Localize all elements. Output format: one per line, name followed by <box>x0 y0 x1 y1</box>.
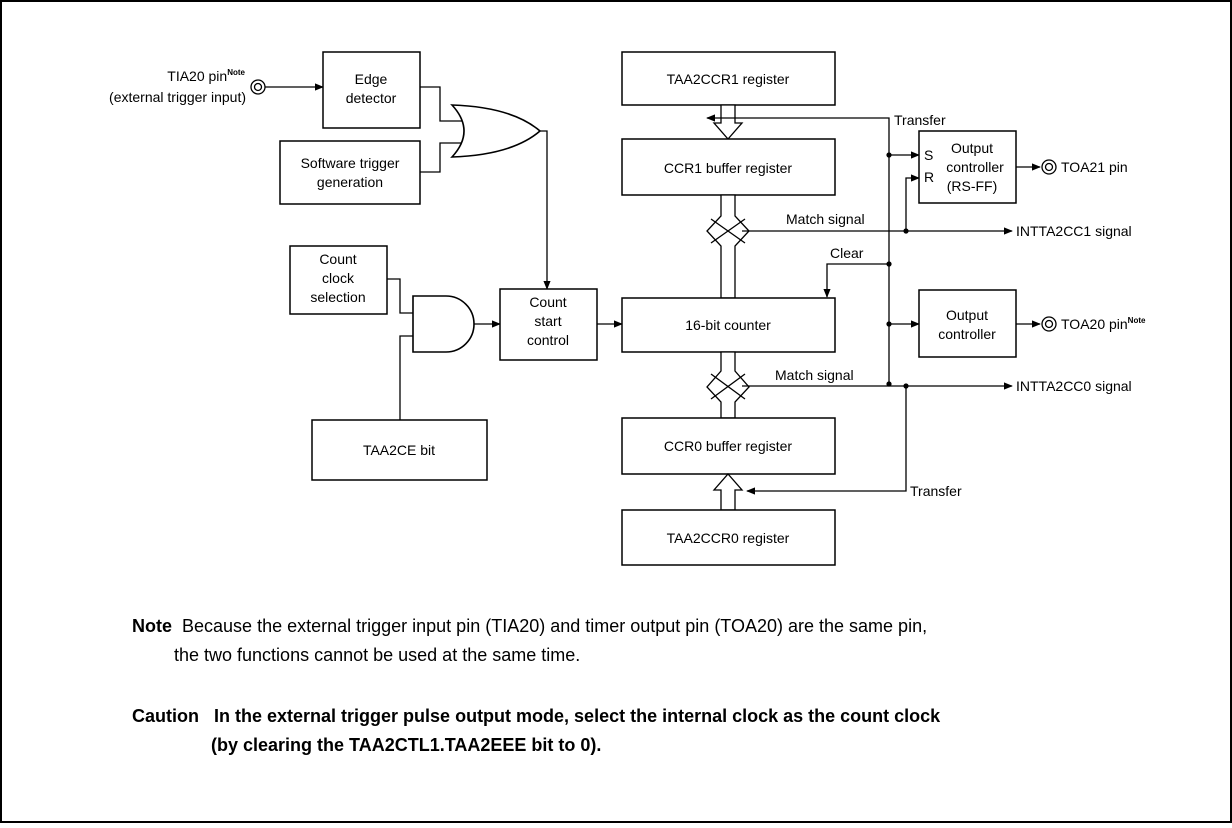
output-controller-rs-line1: Output <box>951 140 993 156</box>
taa2ccr1-register-box <box>621 51 836 106</box>
junction-dot <box>886 152 892 158</box>
wire-or-to-count-start <box>540 130 551 290</box>
wire-transfer-bottom <box>746 386 907 495</box>
tia20-pin-sublabel: (external trigger input) <box>109 89 246 105</box>
wire-edge-to-or <box>420 86 466 122</box>
and-gate <box>412 295 475 353</box>
count-start-line3: control <box>527 332 569 348</box>
count-start-line1: Count <box>529 294 566 310</box>
or-gate <box>450 104 542 158</box>
wire-ce-to-and <box>399 335 413 420</box>
comparator-ccr1 <box>706 194 750 299</box>
transfer-bottom-label: Transfer <box>910 483 962 499</box>
junction-dot <box>903 383 909 389</box>
intta2cc0-label: INTTA2CC0 signal <box>1016 378 1132 394</box>
intta2cc1-label: INTTA2CC1 signal <box>1016 223 1132 239</box>
edge-detector-line1: Edge <box>355 71 388 87</box>
transfer-top-label: Transfer <box>894 112 946 128</box>
ccr1-buffer-register-label: CCR1 buffer register <box>664 160 792 176</box>
toa20-pin-icon <box>1041 316 1057 332</box>
note-text-1: Because the external trigger input pin (… <box>182 616 928 636</box>
output-controller-rs-line3: (RS-FF) <box>947 178 998 194</box>
ccr1-buffer-register-box <box>621 138 836 196</box>
output-controller-rs-line2: controller <box>946 159 1004 175</box>
count-clock-line2: clock <box>322 270 355 286</box>
caution-text-2: (by clearing the TAA2CTL1.TAA2EEE bit to… <box>211 735 602 755</box>
taa2ccr1-register-label: TAA2CCR1 register <box>667 71 790 87</box>
r-input-label: R <box>924 169 934 185</box>
junction-dot <box>886 381 892 387</box>
comparator-ccr1-cross-b <box>710 218 746 244</box>
toa21-pin-icon <box>1041 159 1057 175</box>
wire-clear <box>823 263 889 298</box>
caution-block: Caution In the external trigger pulse ou… <box>132 702 1202 760</box>
ccr0-buffer-register-label: CCR0 buffer register <box>664 438 792 454</box>
note-line-1: Note Because the external trigger input … <box>132 612 1202 641</box>
edge-detector-line2: detector <box>346 90 397 106</box>
count-clock-line1: Count <box>319 251 356 267</box>
software-trigger-line1: Software trigger <box>301 155 400 171</box>
s-input-label: S <box>924 147 933 163</box>
toa20-pin-label: TOA20 pinNote <box>1061 316 1146 332</box>
clear-label: Clear <box>830 245 864 261</box>
note-label: Note <box>132 616 172 636</box>
output-controller-line1: Output <box>946 307 988 323</box>
caution-line-2: (by clearing the TAA2CTL1.TAA2EEE bit to… <box>132 731 1202 760</box>
junction-dot <box>886 261 892 267</box>
taa2ce-bit-box <box>311 419 488 481</box>
count-start-line2: start <box>534 313 561 329</box>
comparator-ccr0-cross-b <box>710 373 746 400</box>
count-clock-selection-box <box>289 245 388 315</box>
output-controller-box <box>918 289 1017 358</box>
output-controller-line2: controller <box>938 326 996 342</box>
counter-16bit-label: 16-bit counter <box>685 317 771 333</box>
taa2ce-bit-label: TAA2CE bit <box>363 442 435 458</box>
caution-label: Caution <box>132 706 199 726</box>
wire-sw-to-or <box>420 142 466 173</box>
match-signal-1-label: Match signal <box>786 211 865 227</box>
taa2ccr0-register-label: TAA2CCR0 register <box>667 530 790 546</box>
taa2ccr0-register-box <box>621 509 836 566</box>
wire-reset <box>905 174 920 231</box>
hollow-arrow-ccr1 <box>712 104 744 140</box>
caution-line-1: Caution In the external trigger pulse ou… <box>132 702 1202 731</box>
output-controller-rs-box <box>918 130 1017 204</box>
caution-text-1: In the external trigger pulse output mod… <box>214 706 941 726</box>
note-block: Note Because the external trigger input … <box>132 612 1202 670</box>
match-signal-0-label: Match signal <box>775 367 854 383</box>
toa21-pin-label: TOA21 pin <box>1061 159 1128 175</box>
junction-dot <box>903 228 909 234</box>
note-text-2: the two functions cannot be used at the … <box>174 645 581 665</box>
comparator-ccr0 <box>706 351 750 419</box>
counter-16bit-box <box>621 297 836 353</box>
wire-transfer-top <box>706 114 890 264</box>
count-start-control-box <box>499 288 598 361</box>
tia20-pin-label: TIA20 pinNote <box>167 68 245 84</box>
software-trigger-box <box>279 140 421 205</box>
software-trigger-line2: generation <box>317 174 383 190</box>
count-clock-line3: selection <box>310 289 365 305</box>
tia20-pin-icon <box>250 79 266 95</box>
note-line-2: the two functions cannot be used at the … <box>132 641 1202 670</box>
hollow-arrow-ccr0 <box>712 473 744 511</box>
junction-dot <box>886 321 892 327</box>
wire-clock-to-and <box>387 278 413 314</box>
edge-detector-box <box>322 51 421 129</box>
